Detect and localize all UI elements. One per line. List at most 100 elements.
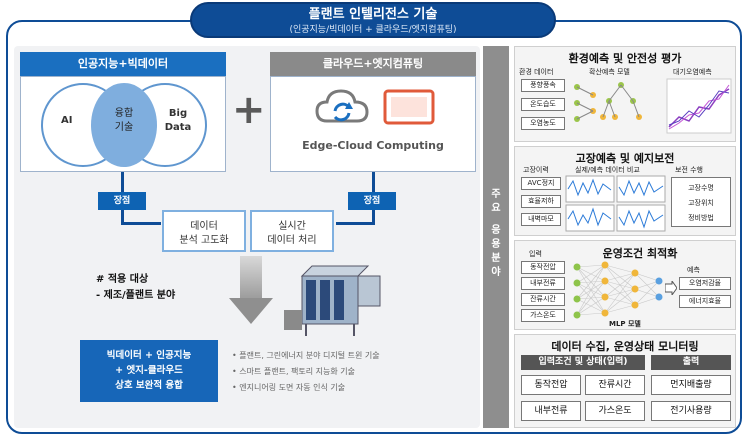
monitor-cell-residence: 잔류시간 <box>585 375 645 395</box>
opt-input-3: 잔류시간 <box>521 293 565 306</box>
panel-monitoring: 데이터 수집, 운영상태 모니터링 입력조건 및 상태(입력) 출력 동작전압 … <box>514 334 736 428</box>
venn-center-line2: 기술 <box>114 122 134 133</box>
bar-char-2: 요 <box>491 203 501 214</box>
monitor-cell-dust: 먼지배출량 <box>651 375 731 395</box>
fault-item-1: AVC정지 <box>521 177 561 190</box>
mlp-model-label: MLP 모델 <box>609 320 641 328</box>
cloud-area: Edge-Cloud Computing <box>270 76 476 172</box>
process-box-analysis: 데이터 분석 고도화 <box>162 210 246 252</box>
fault-item-3: 내벽마모 <box>521 213 561 226</box>
main-title: 플랜트 인텔리전스 기술 <box>308 7 438 22</box>
opt-title: 운영조건 최적화 <box>602 247 678 260</box>
application-field-label: 주 요 응 용 분 야 <box>483 188 509 280</box>
target-line1: # 적용 대상 <box>96 274 149 285</box>
venn-center-label: 융합 기술 <box>103 107 145 135</box>
connector-left-horizontal <box>121 222 161 225</box>
venn-bigdata-label: Big Data <box>163 107 193 135</box>
cloud-label: Edge-Cloud Computing <box>302 139 444 152</box>
opt-input-4: 가스온도 <box>521 309 565 322</box>
plus-sign: + <box>232 87 266 133</box>
env-item-2: 온도습도 <box>521 98 565 111</box>
bullet-drawing-recognition: • 엔지니어링 도면 자동 인식 기술 <box>232 383 346 392</box>
fault-result-1: 고장수명 <box>688 184 714 192</box>
venn-intersection <box>91 83 157 167</box>
bar-char-3: 응 <box>491 225 501 236</box>
title-banner: 플랜트 인텔리전스 기술 (인공지능/빅데이터 + 클라우드/엣지컴퓨팅) <box>190 2 556 38</box>
venn-ai-label: AI <box>61 115 73 126</box>
application-bullets: • 플랜트, 그린에너지 분야 디지털 트윈 기술 • 스마트 플랜트, 팩토리… <box>232 348 380 396</box>
opt-arrow-icon <box>665 281 677 295</box>
panel-environment: 환경예측 및 안전성 평가 환경 데이터 확산예측 모델 대기오염예측 풍향풍속… <box>514 46 736 142</box>
panel-fault-prediction: 고장예측 및 예지보전 고장이력 실제/예측 데이터 비교 보전 수행 AVC정… <box>514 146 736 236</box>
env-item-3: 오염농도 <box>521 117 565 130</box>
fusion-summary-box: 빅데이터 + 인공지능 + 엣지-클라우드 상호 보완적 융합 <box>80 340 218 402</box>
monitor-title: 데이터 수집, 운영상태 모니터링 <box>551 340 699 353</box>
bar-char-1: 주 <box>491 189 501 200</box>
opt-sub-left: 입력 <box>529 250 542 258</box>
panel-operation-optimization: 운영조건 최적화 입력 예측 동작전압 내부전류 잔류시간 가스온도 MLP <box>514 240 736 330</box>
advantage-tag-left: 장점 <box>98 192 146 210</box>
process-box-realtime: 실시간 데이터 처리 <box>250 210 334 252</box>
fault-result-box: 고장수명 고장위치 정비방법 <box>671 177 731 227</box>
monitor-cell-power: 전기사용량 <box>651 401 731 421</box>
venn-bigdata-line2: Data <box>164 122 192 133</box>
opt-output-2: 에너지효율 <box>679 295 731 308</box>
cloud-edge-box: 클라우드+엣지컴퓨팅 Edge-Cloud Computing <box>270 52 476 172</box>
bar-char-4: 용 <box>491 239 501 250</box>
fusion-line1: 빅데이터 + 인공지능 <box>106 350 192 361</box>
fusion-line3: 상호 보완적 융합 <box>115 380 183 391</box>
ai-bigdata-box: 인공지능+빅데이터 AI 융합 기술 Big Data <box>20 52 226 172</box>
bar-char-5: 분 <box>491 253 501 264</box>
env-sub-right: 대기오염예측 <box>673 68 712 76</box>
fault-comparison-graphic <box>565 175 666 232</box>
monitor-cell-voltage: 동작전압 <box>521 375 581 395</box>
mlp-network-graphic <box>573 261 663 319</box>
sub-title: (인공지능/빅데이터 + 클라우드/엣지컴퓨팅) <box>289 25 457 35</box>
opt-output-1: 오염저감율 <box>679 277 731 290</box>
bullet-digital-twin: • 플랜트, 그린에너지 분야 디지털 트윈 기술 <box>232 351 380 360</box>
bar-char-gap <box>483 216 509 224</box>
venn-bigdata-line1: Big <box>168 108 188 119</box>
fault-sub-right: 보전 수행 <box>675 166 703 174</box>
cloud-sync-icon <box>315 89 369 123</box>
monitor-cell-gastemp: 가스온도 <box>585 401 645 421</box>
bullet-smart-plant: • 스마트 플랜트, 팩토리 지능화 기술 <box>232 367 356 376</box>
fusion-line2: + 엣지-클라우드 <box>115 365 183 376</box>
fault-title: 고장예측 및 예지보전 <box>575 152 675 165</box>
process-realtime-line1: 실시간 <box>278 221 306 232</box>
env-sub-mid: 확산예측 모델 <box>589 68 630 76</box>
fault-result-3: 정비방법 <box>688 214 714 222</box>
fault-result-2: 고장위치 <box>688 199 714 207</box>
application-field-bar: 주 요 응 용 분 야 <box>483 46 509 428</box>
monitor-cell-current: 내부전류 <box>521 401 581 421</box>
process-analysis-line1: 데이터 <box>190 221 218 232</box>
ai-bigdata-header: 인공지능+빅데이터 <box>20 52 226 76</box>
screen-icon <box>383 89 435 125</box>
env-sub-left: 환경 데이터 <box>519 68 554 76</box>
env-item-1: 풍향풍속 <box>521 79 565 92</box>
process-realtime-line2: 데이터 처리 <box>267 235 317 246</box>
env-model-graphic <box>574 78 732 134</box>
process-analysis-line2: 분석 고도화 <box>179 235 229 246</box>
opt-input-1: 동작전압 <box>521 261 565 274</box>
env-title: 환경예측 및 안전성 평가 <box>568 52 682 65</box>
connector-right-horizontal <box>336 222 375 225</box>
fault-sub-left: 고장이력 <box>523 166 549 174</box>
fault-item-2: 효율저하 <box>521 195 561 208</box>
bar-char-6: 야 <box>491 267 501 278</box>
opt-sub-right: 예측 <box>687 266 700 274</box>
monitor-head-output: 출력 <box>651 355 731 370</box>
plant-illustration-icon <box>284 265 381 336</box>
venn-center-line1: 융합 <box>114 108 134 119</box>
fault-sub-mid: 실제/예측 데이터 비교 <box>575 166 640 174</box>
advantage-tag-right: 장점 <box>348 192 396 210</box>
down-arrow-shaft <box>240 256 262 300</box>
target-line2: - 제조/플랜트 분야 <box>96 290 176 301</box>
opt-input-2: 내부전류 <box>521 277 565 290</box>
monitor-head-input: 입력조건 및 상태(입력) <box>521 355 645 370</box>
cloud-edge-header: 클라우드+엣지컴퓨팅 <box>270 52 476 76</box>
target-text: # 적용 대상 - 제조/플랜트 분야 <box>96 272 175 304</box>
venn-area: AI 융합 기술 Big Data <box>20 76 226 172</box>
down-arrow-icon <box>229 298 273 324</box>
